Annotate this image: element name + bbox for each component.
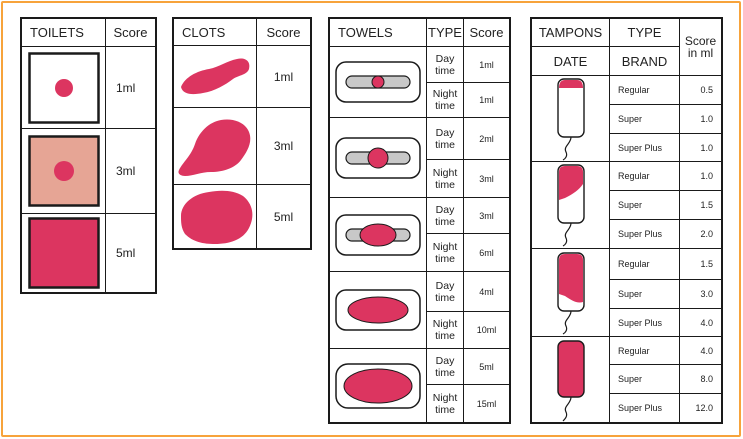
towels-row-4-night-type: Night time — [427, 312, 464, 349]
toilets-row-2-score: 3ml — [106, 129, 155, 214]
toilets-row-1-image — [22, 47, 106, 129]
clots-row-2-image — [174, 108, 257, 185]
toilets-row-3-image — [22, 214, 106, 292]
towels-row-1-day-score: 1ml — [464, 47, 509, 83]
toilet-full-icon — [27, 217, 100, 289]
tampon-level-2-icon — [556, 164, 585, 247]
towels-row-1-night-type: Night time — [427, 83, 464, 118]
tampons-row-1-regular: Regular — [610, 76, 680, 105]
tampons-row-2-regular: Regular — [610, 162, 680, 191]
toilets-row-3-score: 5ml — [116, 246, 136, 260]
tampons-table: TAMPONS TYPE Score in ml DATE BRAND Regu… — [530, 17, 723, 424]
tampons-row-4-super: Super — [610, 365, 680, 394]
tampons-brand-header: BRAND — [610, 47, 680, 76]
tampons-row-1-super-score: 1.0 — [680, 105, 721, 134]
tampons-type-header: TYPE — [610, 19, 680, 47]
towels-header: TOWELS — [330, 19, 427, 47]
clots-score-header: Score — [257, 19, 310, 46]
towels-row-4-image — [330, 272, 427, 349]
tampons-row-3-super-plus: Super Plus — [610, 309, 680, 337]
tampons-row-4-super-plus: Super Plus — [610, 394, 680, 422]
toilets-table: TOILETS Score 1ml 3ml 5ml — [20, 17, 157, 294]
towels-row-3-day-score: 3ml — [464, 198, 509, 234]
towels-type-header: TYPE — [427, 19, 464, 47]
tampons-row-3-super-plus-score: 4.0 — [680, 309, 721, 337]
clots-row-1-image — [174, 46, 257, 108]
toilets-row-2-image — [22, 129, 106, 214]
medium-clot-icon — [178, 119, 251, 176]
tampons-row-1-super: Super — [610, 105, 680, 134]
toilet-medium-spot-icon — [27, 135, 100, 207]
tampons-row-2-super-plus: Super Plus — [610, 220, 680, 249]
tampons-row-2-image — [532, 162, 610, 249]
toilets-header: TOILETS — [22, 19, 106, 47]
tampons-row-4-regular-score: 4.0 — [680, 337, 721, 365]
tampons-row-4-super-plus-score: 12.0 — [695, 403, 713, 413]
tampons-row-4-regular: Regular — [610, 337, 680, 365]
towel-level-5-icon — [335, 362, 421, 409]
tampons-score-header: Score in ml — [680, 19, 721, 76]
towels-row-4-day-score: 4ml — [464, 272, 509, 312]
toilets-row-1-score: 1ml — [106, 47, 155, 129]
small-clot-icon — [181, 58, 250, 95]
tampons-row-4-super-score: 8.0 — [680, 365, 721, 394]
towels-row-3-day-type: Day time — [427, 198, 464, 234]
towels-table: TOWELS TYPE Score Day time 1ml Night tim… — [328, 17, 511, 424]
tampon-level-4-icon — [556, 339, 585, 421]
clots-table: CLOTS Score 1ml 3ml 5ml — [172, 17, 312, 250]
tampon-level-3-icon — [556, 251, 585, 335]
towels-row-5-day-score: 5ml — [464, 349, 509, 385]
towels-row-2-night-type: Night time — [427, 160, 464, 198]
tampons-row-2-super: Super — [610, 191, 680, 220]
toilet-small-spot-icon — [27, 51, 100, 124]
clots-row-3-image — [174, 185, 257, 248]
tampon-level-1-icon — [556, 77, 585, 161]
clots-row-2-score: 3ml — [257, 108, 310, 185]
towels-row-3-night-score: 6ml — [464, 234, 509, 272]
towels-row-1-night-score: 1ml — [464, 83, 509, 118]
towel-level-4-icon — [335, 289, 421, 331]
tampons-row-3-super-score: 3.0 — [680, 280, 721, 309]
tampons-date-header: DATE — [532, 47, 610, 76]
towels-row-2-image — [330, 118, 427, 198]
tampons-row-3-regular: Regular — [610, 249, 680, 280]
towels-row-5-day-type: Day time — [427, 349, 464, 385]
towels-row-3-night-type: Night time — [427, 234, 464, 272]
tampons-row-1-image — [532, 76, 610, 162]
tampons-row-2-super-score: 1.5 — [680, 191, 721, 220]
tampons-row-1-regular-score: 0.5 — [680, 76, 721, 105]
towel-level-3-icon — [335, 213, 421, 256]
towel-level-1-icon — [335, 61, 421, 103]
tampons-row-3-regular-score: 1.5 — [680, 249, 721, 280]
towels-row-2-night-score: 3ml — [464, 160, 509, 198]
clots-row-1-score: 1ml — [257, 46, 310, 108]
large-clot-icon — [181, 190, 253, 244]
towels-row-1-day-type: Day time — [427, 47, 464, 83]
clots-header: CLOTS — [174, 19, 257, 46]
towel-level-2-icon — [335, 136, 421, 179]
tampons-row-4-image — [532, 337, 610, 422]
towels-row-1-image — [330, 47, 427, 118]
towels-row-5-image — [330, 349, 427, 422]
toilets-score-header: Score — [106, 19, 155, 47]
towels-row-5-night-type: Night time — [427, 385, 464, 422]
tampons-row-1-super-plus: Super Plus — [610, 134, 680, 162]
tampons-row-2-super-plus-score: 2.0 — [680, 220, 721, 249]
tampons-row-3-image — [532, 249, 610, 337]
towels-row-4-day-type: Day time — [427, 272, 464, 312]
tampons-row-2-regular-score: 1.0 — [680, 162, 721, 191]
towels-score-header: Score — [464, 19, 509, 47]
towels-row-2-day-type: Day time — [427, 118, 464, 160]
tampons-header: TAMPONS — [532, 19, 610, 47]
towels-row-3-image — [330, 198, 427, 272]
clots-row-3-score: 5ml — [273, 209, 294, 224]
towels-row-5-night-score: 15ml — [476, 398, 497, 409]
tampons-row-3-super: Super — [610, 280, 680, 309]
towels-row-4-night-score: 10ml — [464, 312, 509, 349]
towels-row-2-day-score: 2ml — [464, 118, 509, 160]
tampons-row-1-super-plus-score: 1.0 — [680, 134, 721, 162]
